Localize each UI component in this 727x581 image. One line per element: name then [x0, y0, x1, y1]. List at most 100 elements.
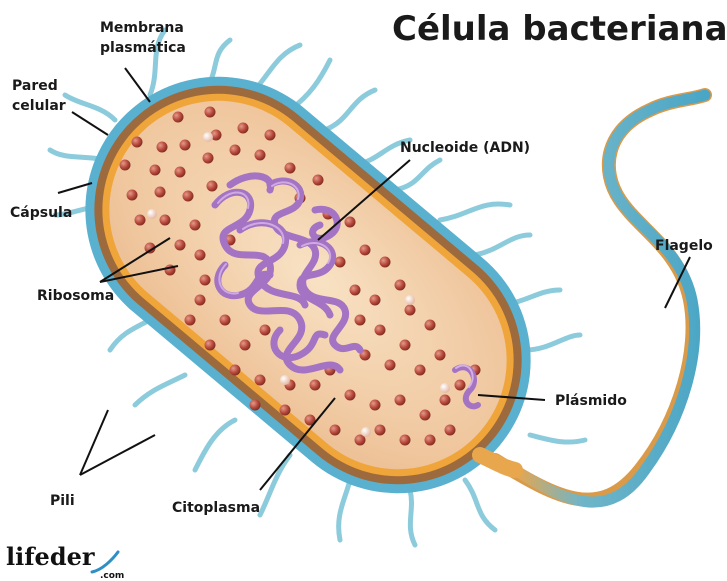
label-nucleoide: Nucleoide (ADN)	[400, 140, 530, 156]
pilus	[440, 204, 510, 220]
pilus	[395, 160, 440, 190]
ribosome	[350, 285, 361, 296]
ribosome	[120, 160, 131, 171]
pilus	[410, 490, 415, 545]
label-plasmido: Plásmido	[555, 393, 627, 409]
ribosome	[190, 220, 201, 231]
label-ribosoma: Ribosoma	[37, 288, 114, 304]
logo-name: lifeder	[6, 542, 95, 571]
inclusion-granule	[280, 375, 290, 385]
ribosome	[385, 360, 396, 371]
ribosome	[335, 257, 346, 268]
leader-membrana	[125, 68, 150, 102]
ribosome	[250, 400, 261, 411]
ribosome	[160, 215, 171, 226]
flagellum-root	[480, 455, 515, 470]
ribosome	[175, 167, 186, 178]
ribosome	[415, 365, 426, 376]
ribosome	[375, 425, 386, 436]
label-pared-line1: Pared	[12, 78, 58, 94]
ribosome	[180, 140, 191, 151]
ribosome	[127, 190, 138, 201]
pilus	[135, 375, 185, 405]
ribosome	[435, 350, 446, 361]
ribosome	[310, 380, 321, 391]
ribosome	[260, 325, 271, 336]
pilus	[325, 90, 375, 130]
ribosome	[370, 295, 381, 306]
ribosome	[400, 435, 411, 446]
ribosome	[157, 142, 168, 153]
ribosome	[220, 315, 231, 326]
logo-suffix: .com	[100, 571, 124, 581]
ribosome	[205, 340, 216, 351]
ribosome	[425, 320, 436, 331]
inclusion-granule	[361, 427, 371, 437]
label-pili: Pili	[50, 493, 75, 509]
leader-pili-1	[80, 410, 108, 475]
ribosome	[195, 250, 206, 261]
ribosome	[132, 137, 143, 148]
inclusion-granule	[203, 132, 213, 142]
ribosome	[203, 153, 214, 164]
ribosome	[150, 165, 161, 176]
inclusion-granule	[147, 209, 157, 219]
ribosome	[230, 365, 241, 376]
ribosome	[155, 187, 166, 198]
ribosome	[240, 340, 251, 351]
ribosome	[135, 215, 146, 226]
pilus	[530, 435, 585, 442]
ribosome	[255, 150, 266, 161]
pilus	[65, 95, 115, 120]
ribosome	[200, 275, 211, 286]
ribosome	[230, 145, 241, 156]
ribosome	[207, 181, 218, 192]
inclusion-granule	[440, 383, 450, 393]
ribosome	[440, 395, 451, 406]
diagram-title: Célula bacteriana	[392, 9, 727, 49]
ribosome	[370, 400, 381, 411]
ribosome	[395, 280, 406, 291]
ribosome	[345, 390, 356, 401]
ribosome	[375, 325, 386, 336]
logo-swoosh	[92, 552, 118, 572]
ribosome	[175, 240, 186, 251]
ribosome	[395, 395, 406, 406]
label-citoplasma: Citoplasma	[172, 500, 260, 516]
ribosome	[280, 405, 291, 416]
ribosome	[425, 435, 436, 446]
pilus	[339, 480, 350, 540]
ribosome	[173, 112, 184, 123]
label-membrana-line1: Membrana	[100, 20, 184, 36]
ribosome	[205, 107, 216, 118]
ribosome	[405, 305, 416, 316]
ribosome	[360, 245, 371, 256]
label-capsula: Cápsula	[10, 205, 72, 221]
ribosome	[400, 340, 411, 351]
pilus	[195, 420, 235, 470]
pilus	[110, 320, 150, 350]
label-flagelo: Flagelo	[655, 238, 713, 254]
inclusion-granule	[405, 295, 415, 305]
label-pared-line2: celular	[12, 98, 66, 114]
ribosome	[420, 410, 431, 421]
ribosome	[195, 295, 206, 306]
ribosome	[185, 315, 196, 326]
ribosome	[183, 191, 194, 202]
label-membrana-line2: plasmática	[100, 40, 186, 56]
flagellum	[515, 95, 705, 502]
ribosome	[380, 257, 391, 268]
ribosome	[285, 163, 296, 174]
ribosome	[255, 375, 266, 386]
pilus	[525, 335, 580, 350]
pilus	[475, 235, 530, 255]
leader-pili-2	[80, 435, 155, 475]
ribosome	[355, 315, 366, 326]
ribosome	[265, 130, 276, 141]
ribosome	[238, 123, 249, 134]
lifeder-logo: lifeder .com	[6, 542, 124, 581]
ribosome	[313, 175, 324, 186]
ribosome	[330, 425, 341, 436]
ribosome	[345, 217, 356, 228]
